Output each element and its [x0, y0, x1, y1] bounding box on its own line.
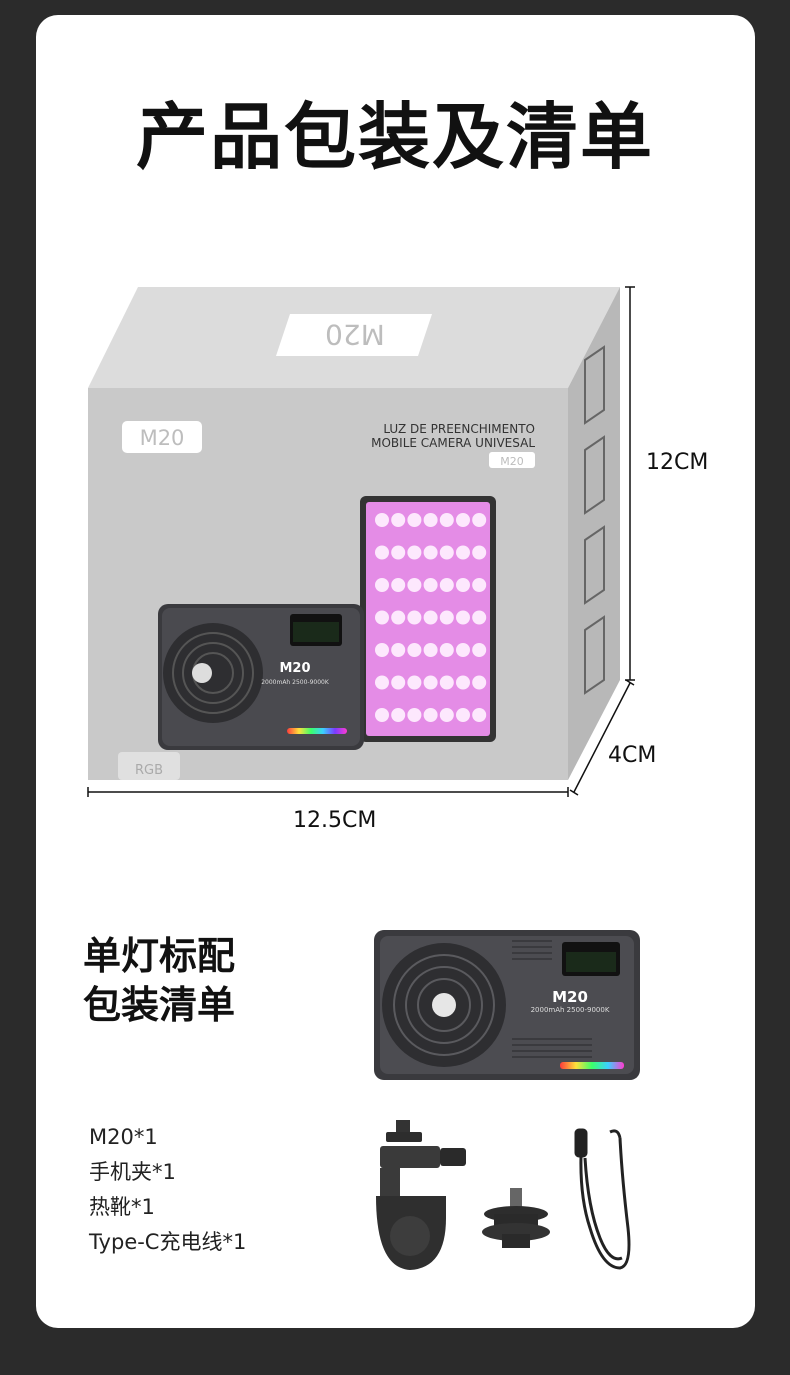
led-dot	[375, 578, 389, 592]
led-dot	[423, 708, 438, 722]
box-top-label: M20	[276, 314, 432, 356]
list-item: 热靴*1	[89, 1195, 155, 1219]
led-dot	[423, 578, 438, 592]
led-dot	[375, 513, 389, 527]
led-dot	[456, 708, 470, 722]
led-dot	[472, 708, 487, 722]
led-dot	[407, 708, 422, 722]
package-heading: 单灯标配 包装清单	[83, 932, 235, 1031]
box-front-model: M20	[500, 455, 524, 468]
led-dot	[407, 643, 422, 657]
led-dot	[456, 545, 470, 560]
led-dot	[375, 708, 389, 722]
led-dot	[456, 675, 470, 690]
svg-text:2000mAh 2500-9000K: 2000mAh 2500-9000K	[261, 679, 330, 686]
led-dot	[423, 675, 438, 690]
led-dot	[456, 578, 470, 592]
svg-text:M20: M20	[552, 988, 588, 1006]
led-dot	[407, 513, 422, 527]
phone-clamp-image	[376, 1120, 466, 1270]
led-dot	[423, 545, 438, 560]
accessories-image	[376, 1120, 631, 1270]
box-front-badge: M20	[140, 426, 185, 450]
led-dot	[423, 610, 438, 625]
led-dot	[456, 643, 470, 657]
led-dot	[391, 708, 406, 722]
led-dot	[472, 643, 487, 657]
led-dot	[407, 545, 422, 560]
led-dot	[472, 513, 487, 527]
dimension-width: 12.5CM	[293, 808, 377, 833]
led-dot	[423, 513, 438, 527]
led-dot	[391, 675, 406, 690]
led-dot	[407, 578, 422, 592]
packaging-box-illustration: M20 M20 LUZ DE PREENCHIMENTO MOBILE CAME…	[87, 286, 635, 797]
page-title: 产品包装及清单	[135, 95, 654, 179]
package-item-list: M20*1 手机夹*1 热靴*1 Type-C充电线*1	[89, 1120, 246, 1260]
led-dot	[472, 675, 487, 690]
list-item: M20*1	[89, 1125, 158, 1149]
led-dot	[472, 578, 487, 592]
led-dot	[391, 513, 406, 527]
led-dot	[391, 643, 406, 657]
led-dot	[439, 545, 454, 560]
led-dot	[439, 610, 454, 625]
led-dot	[375, 545, 389, 560]
list-item: Type-C充电线*1	[89, 1230, 247, 1254]
box-front-rgb: RGB	[135, 763, 163, 778]
dimension-height: 12CM	[646, 450, 709, 475]
led-dot	[375, 610, 389, 625]
led-dot	[439, 675, 454, 690]
list-item: 手机夹*1	[89, 1160, 176, 1184]
led-dot	[439, 708, 454, 722]
led-dot	[439, 643, 454, 657]
led-dot	[407, 675, 422, 690]
package-heading-line1: 单灯标配	[83, 934, 236, 978]
led-dot	[456, 513, 470, 527]
svg-text:M20: M20	[279, 661, 310, 676]
package-heading-line2: 包装清单	[83, 983, 236, 1028]
led-dot	[456, 610, 470, 625]
led-dot	[423, 643, 438, 657]
box-side-icons	[584, 345, 605, 695]
led-dot	[407, 610, 422, 625]
svg-text:M20: M20	[325, 318, 385, 351]
hot-shoe-image	[482, 1188, 550, 1248]
box-front-line1: LUZ DE PREENCHIMENTO	[383, 422, 535, 436]
light-panel	[360, 496, 496, 742]
type-c-cable-image	[574, 1128, 631, 1270]
led-dot	[391, 545, 406, 560]
led-dot	[391, 578, 406, 592]
box-front-line2: MOBILE CAMERA UNIVESAL	[371, 436, 535, 450]
led-dot	[439, 513, 454, 527]
led-dot	[391, 610, 406, 625]
led-dot	[472, 545, 487, 560]
led-dot	[375, 675, 389, 690]
box-device: M20 2000mAh 2500-9000K	[158, 604, 364, 750]
dimension-lines	[87, 286, 635, 797]
dimension-depth: 4CM	[608, 743, 657, 768]
package-device-image: M20 2000mAh 2500-9000K	[374, 930, 640, 1080]
svg-text:2000mAh 2500-9000K: 2000mAh 2500-9000K	[531, 1006, 610, 1014]
led-dot	[375, 643, 389, 657]
led-dot	[472, 610, 487, 625]
led-dot	[439, 578, 454, 592]
